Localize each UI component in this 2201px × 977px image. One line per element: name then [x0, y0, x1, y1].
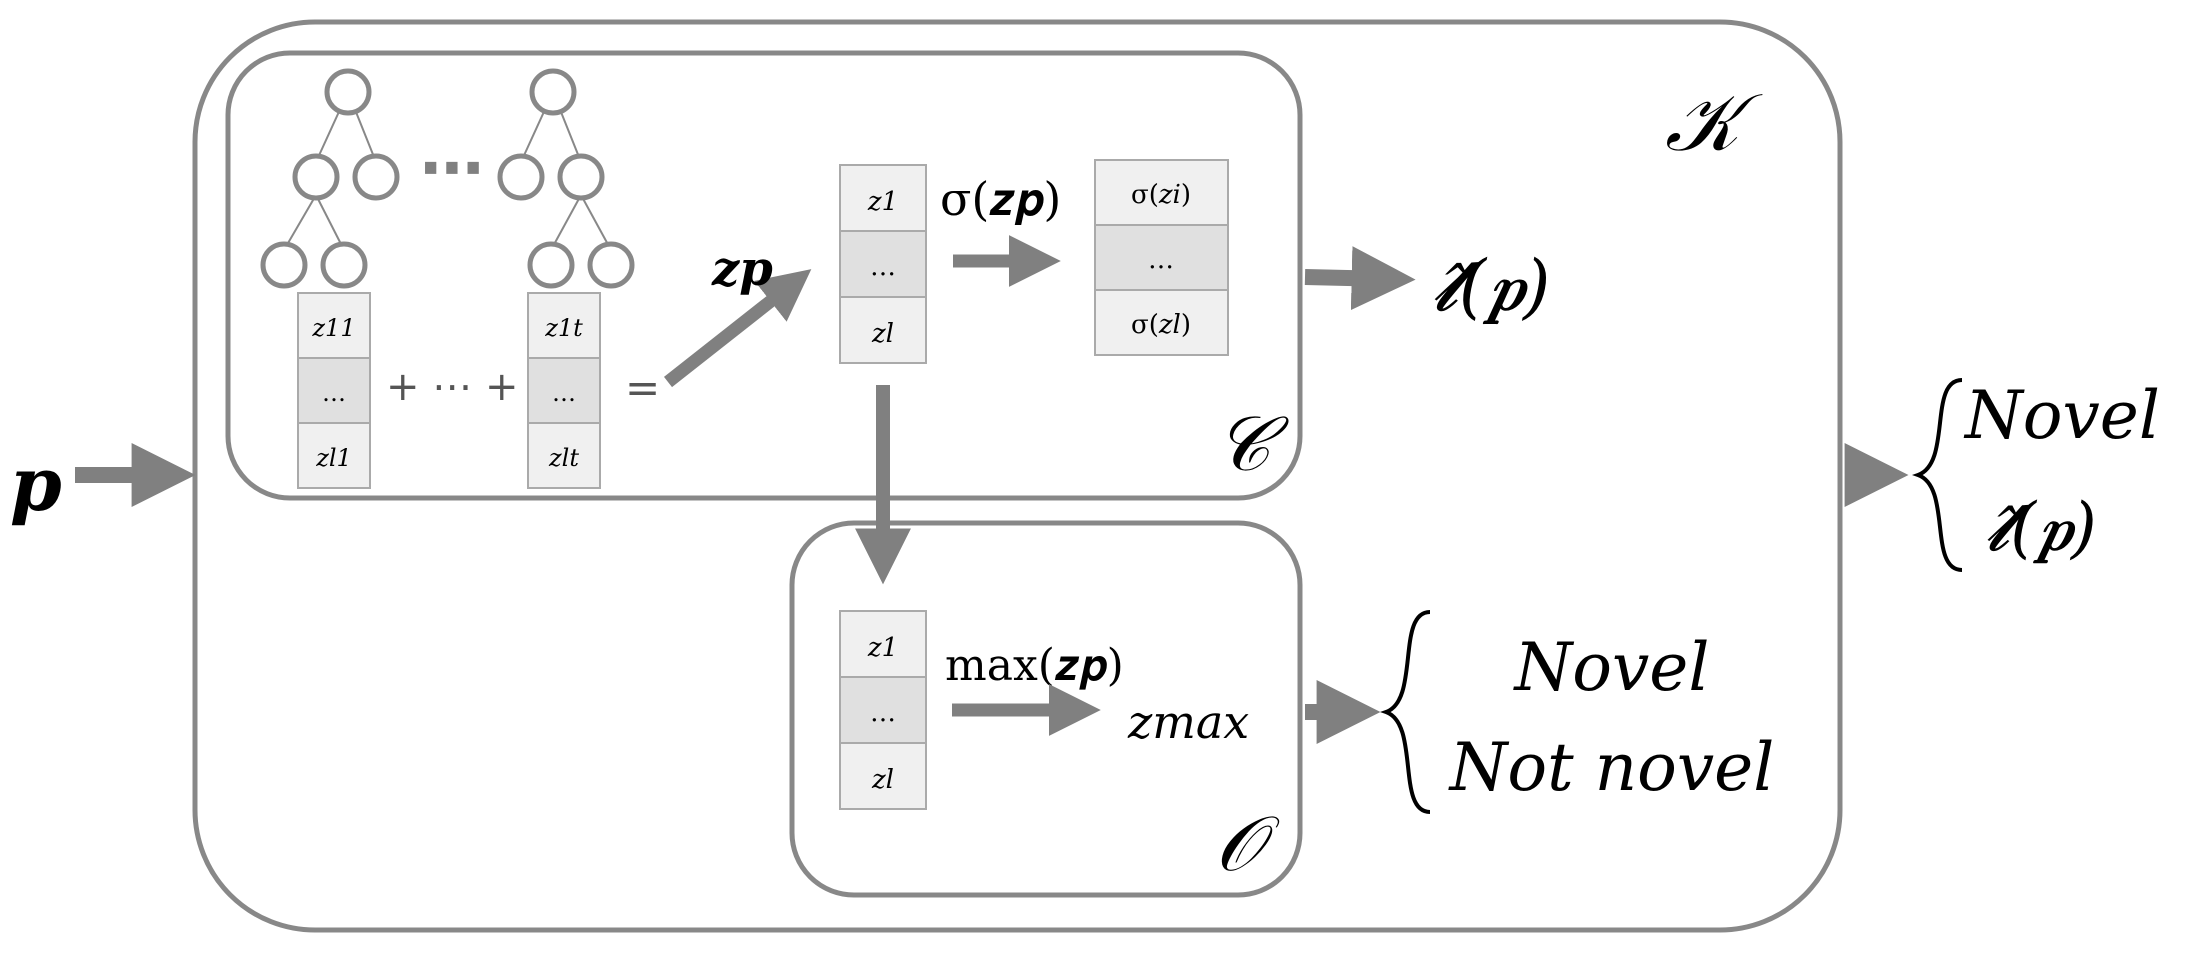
- c-output-arrow: [1304, 246, 1416, 311]
- sigma-label: σ(𝒛𝒑): [940, 172, 1061, 226]
- novelty-o-label: 𝒪: [1215, 799, 1280, 888]
- input-p-label: 𝒑: [10, 442, 62, 528]
- tree-1-cell-2: …: [322, 379, 346, 407]
- sum-sign: + ⋯ +: [386, 364, 518, 410]
- novelty-o-box: [789, 520, 1303, 898]
- classifier-c-box: [225, 50, 1303, 501]
- zp-vector: 𝑧1 … 𝑧𝑙: [839, 164, 927, 364]
- sigma-cell-1: σ(𝑧𝑖): [1131, 180, 1191, 210]
- zp-cell-2: …: [870, 252, 896, 282]
- equals-sign: =: [625, 363, 660, 412]
- tree-1-cell-1: 𝑧11: [311, 314, 355, 342]
- sum-to-zp-arrow: [663, 269, 812, 388]
- c-output-label: 𝓵̂(𝒑): [1432, 245, 1550, 327]
- o-output-not-novel: Not novel: [1448, 729, 1775, 806]
- classifier-c-label: 𝒞: [1215, 399, 1289, 488]
- zp-o-cell-3: 𝑧𝑙: [871, 765, 894, 795]
- decision-tree-1: [260, 68, 400, 289]
- tree-t-cell-2: …: [552, 379, 576, 407]
- o-output-brace: [1380, 610, 1431, 814]
- zp-o-cell-2: …: [870, 698, 896, 728]
- tree-t-cell-1: 𝑧1𝑡: [544, 314, 583, 342]
- zmax-label: 𝑧𝑚𝑎𝑥: [1127, 695, 1249, 749]
- trees-ellipsis: ⋯: [420, 132, 484, 206]
- tree-1-vector: 𝑧11 … 𝑧𝑙1: [297, 292, 371, 489]
- k-output-novel: Novel: [1963, 377, 2160, 454]
- zp-vector-o: 𝑧1 … 𝑧𝑙: [839, 610, 927, 810]
- max-label: max(𝒛𝒑): [945, 640, 1124, 691]
- zp-o-cell-1: 𝑧1: [867, 633, 898, 663]
- tree-t-vector: 𝑧1𝑡 … 𝑧𝑙𝑡: [527, 292, 601, 489]
- k-output-brace: [1912, 378, 1963, 572]
- zp-cell-3: 𝑧𝑙: [871, 319, 894, 349]
- tree-1-cell-3: 𝑧𝑙1: [315, 444, 352, 472]
- decision-tree-t: [497, 68, 635, 289]
- zp-cell-1: 𝑧1: [867, 187, 898, 217]
- sigma-cell-3: σ(𝑧𝑙): [1131, 310, 1191, 340]
- k-output-label: 𝓵̂(𝒑): [1985, 489, 2097, 566]
- tree-t-cell-3: 𝑧𝑙𝑡: [548, 444, 579, 472]
- outer-k-label: 𝒦: [1665, 76, 1763, 169]
- sigma-vector: σ(𝑧𝑖) … σ(𝑧𝑙): [1094, 159, 1229, 356]
- sigma-cell-2: …: [1148, 245, 1174, 275]
- o-output-novel: Novel: [1513, 629, 1710, 706]
- zp-label: 𝒛𝒑: [711, 241, 773, 297]
